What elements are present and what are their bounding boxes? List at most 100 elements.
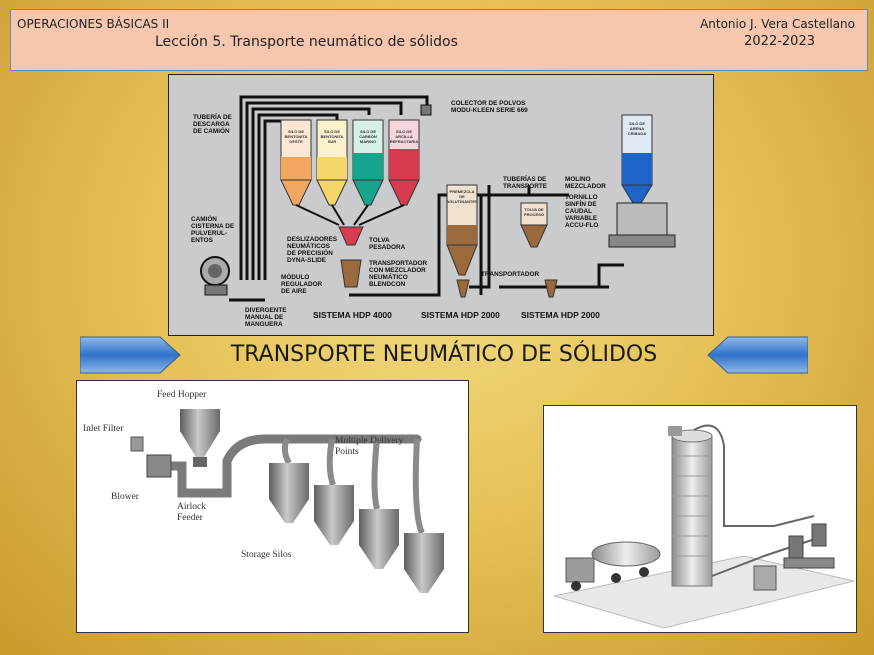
label-screw: TORNILLO <box>565 194 598 201</box>
label-blower: Blower <box>111 492 140 502</box>
label-diverter: DIVERGENTE <box>245 307 287 314</box>
sand-silo-label-3: CRIBADA <box>628 131 647 136</box>
silo-3-label-3: MARINO <box>360 139 376 144</box>
label-tanker-4: ENTOS <box>191 237 214 244</box>
delivery-pipe <box>147 434 422 498</box>
left-diagram-labels: Feed Hopper Inlet Filter Multiple Delive… <box>83 390 404 560</box>
tanker-truck <box>200 256 230 296</box>
label-dust-collector: COLECTOR DE POLVOS <box>451 100 526 107</box>
silo-1-label-2: BENTONITA <box>285 134 308 139</box>
label-truck-pipe-2: DESCARGA <box>193 121 230 128</box>
dust-collector <box>420 104 432 116</box>
label-sliders-2: NEUMÁTICOS <box>287 241 331 250</box>
slide-header: OPERACIONES BÁSICAS II Lección 5. Transp… <box>10 9 868 71</box>
label-multiple-delivery-2: Points <box>335 447 359 457</box>
weigh-hopper <box>338 226 364 246</box>
inlet-filter <box>130 436 144 452</box>
conveying-lines <box>693 424 825 577</box>
blower-unit <box>146 454 172 478</box>
silo-4-label: SILO DE <box>396 129 412 134</box>
label-system-hdp4000: SISTEMA HDP 4000 <box>313 310 392 320</box>
premix-silo: PREMEZCLA DE AGLUTINANTES <box>446 184 478 276</box>
silo-unloading-illustration <box>543 405 857 633</box>
silo-1-label: SILO DE <box>288 129 304 134</box>
label-regulator: MÓDULO <box>281 272 309 281</box>
label-sliders: DESLIZADORES <box>287 236 338 243</box>
premix-label-2: DE <box>459 194 465 199</box>
process-hopper-label-2: PROCESO <box>524 212 544 217</box>
sand-silo-label-2: ARENA <box>630 126 644 131</box>
slide-title: TRANSPORTE NEUMÁTICO DE SÓLIDOS <box>230 342 658 367</box>
label-screw-2: SINFÍN DE <box>565 199 597 208</box>
label-mill: MOLINO <box>565 176 591 183</box>
label-sliders-4: DYNA-SLIDE <box>287 257 327 264</box>
label-diverter-3: MANGUERA <box>245 321 283 328</box>
dilute-phase-svg: Feed Hopper Inlet Filter Multiple Delive… <box>83 390 444 593</box>
label-weigh-hopper: TOLVA <box>369 237 390 244</box>
sand-silo: SILO DE ARENA CRIBADA <box>621 114 653 204</box>
silo-group-1 <box>280 119 420 206</box>
banner-arrows <box>80 336 808 374</box>
premix-label: PREMEZCLA <box>450 189 475 194</box>
foundry-diagram-svg: SILO DE BENTONITA OESTE SILO DE BENTONIT… <box>191 95 676 328</box>
silo-illustration-svg <box>553 424 855 629</box>
label-inlet-filter: Inlet Filter <box>83 424 124 434</box>
label-tanker: CAMIÓN <box>191 214 217 223</box>
silo-1-label-3: OESTE <box>289 139 303 144</box>
process-hopper-label: TOLVA DE <box>524 207 544 212</box>
dilute-phase-diagram: Feed Hopper Inlet Filter Multiple Delive… <box>76 380 469 633</box>
label-tanker-3: PULVERUL- <box>191 230 227 237</box>
label-multiple-delivery: Multiple Delivery <box>335 436 404 446</box>
label-system-hdp2000-a: SISTEMA HDP 2000 <box>421 310 500 320</box>
label-weigh-hopper-2: PESADORA <box>369 244 406 251</box>
drop-pipes <box>281 437 425 535</box>
dyna-slide-feeders <box>295 204 405 226</box>
foundry-pneumatic-diagram: SILO DE BENTONITA OESTE SILO DE BENTONIT… <box>168 74 714 336</box>
silo-2-label: SILO DE <box>324 129 340 134</box>
academic-year: 2022-2023 <box>744 34 815 49</box>
label-regulator-2: REGULADOR <box>281 281 323 288</box>
label-blender-2: CON MEZCLADOR <box>369 267 426 274</box>
course-name: OPERACIONES BÁSICAS II <box>17 17 170 31</box>
label-blender: TRANSPORTADOR <box>369 260 427 267</box>
label-transport-pipes: TUBERÍAS DE <box>503 174 547 183</box>
label-sliders-3: DE PRECISIÓN <box>287 248 333 257</box>
lesson-title: Lección 5. Transporte neumático de sólid… <box>155 34 458 50</box>
blender-vessel <box>340 259 362 288</box>
label-storage-silos: Storage Silos <box>241 550 292 560</box>
title-banner: TRANSPORTE NEUMÁTICO DE SÓLIDOS <box>80 336 808 374</box>
mill-base <box>608 234 676 248</box>
label-truck-pipe: TUBERÍA DE <box>193 112 233 121</box>
label-mill-2: MEZCLADOR <box>565 183 606 190</box>
feed-hopper <box>180 409 220 467</box>
label-screw-4: VARIABLE <box>565 215 598 222</box>
tall-silo <box>668 426 713 587</box>
silo-3-label: SILO DE <box>360 129 376 134</box>
label-tanker-2: CISTERNA DE <box>191 223 235 230</box>
silo-3-label-2: CARBÓN <box>359 134 377 139</box>
label-airlock-2: Feeder <box>177 513 204 523</box>
silo-4-label-3: REFRACTARIA <box>390 139 419 144</box>
label-feed-hopper: Feed Hopper <box>157 390 207 400</box>
storage-silos <box>269 463 444 593</box>
receiving-units <box>753 523 835 591</box>
label-system-hdp2000-b: SISTEMA HDP 2000 <box>521 310 600 320</box>
sand-silo-label: SILO DE <box>629 121 645 126</box>
label-truck-pipe-3: DE CAMIÓN <box>193 126 230 135</box>
label-regulator-3: DE AIRE <box>281 288 307 295</box>
tanker-truck-3d <box>565 541 661 591</box>
process-hopper: TOLVA DE PROCESO <box>520 202 548 248</box>
label-dust-collector-2: MODU-KLEEN SERIE 669 <box>451 107 528 114</box>
receiver-pots <box>456 279 558 298</box>
silo-2-label-3: SUR <box>328 139 337 144</box>
label-blender-4: BLENDCON <box>369 281 406 288</box>
diagram-labels: TUBERÍA DE DESCARGA DE CAMIÓN COLECTOR D… <box>191 100 606 328</box>
right-arrow-shape <box>707 336 808 374</box>
premix-label-3: AGLUTINANTES <box>446 199 478 204</box>
label-screw-5: ACCU-FLO <box>565 222 598 229</box>
label-transport-pipes-2: TRANSPORTE <box>503 183 548 190</box>
author-name: Antonio J. Vera Castellano <box>700 17 855 31</box>
label-conveyor: TRANSPORTADOR <box>481 271 539 278</box>
label-diverter-2: MANUAL DE <box>245 314 284 321</box>
left-arrow-shape <box>80 336 181 374</box>
